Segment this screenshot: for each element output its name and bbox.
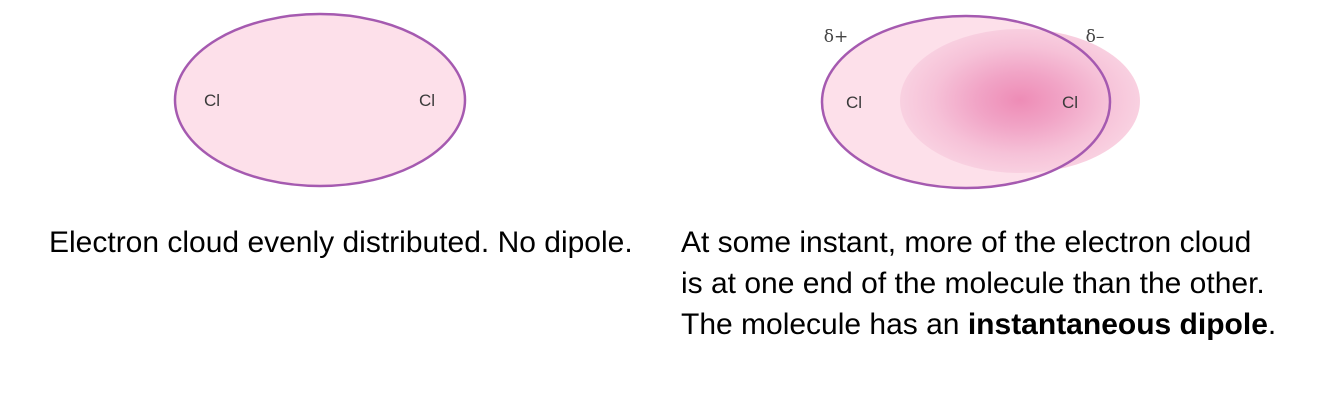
chlorine-atom-right: Cl <box>419 91 435 110</box>
even-electron-cloud: Cl Cl <box>173 12 467 188</box>
caption-period: . <box>1267 308 1277 341</box>
electron-cloud-outline <box>820 14 1112 190</box>
partial-positive-charge: δ+ <box>824 27 848 47</box>
dense-cloud-region <box>900 29 1140 173</box>
chlorine-atom-left: Cl <box>204 91 220 110</box>
partial-negative-charge: δ– <box>1086 27 1105 47</box>
chlorine-atom-left: Cl <box>846 93 862 112</box>
even-cloud-caption: Electron cloud evenly distributed. No di… <box>49 226 633 259</box>
chlorine-atom-right: Cl <box>1062 93 1078 112</box>
electron-cloud-ellipse <box>173 12 467 188</box>
instantaneous-dipole-term: instantaneous dipole <box>967 308 1268 341</box>
polarised-electron-cloud: Cl Cl δ+ δ– <box>820 14 1140 190</box>
dipole-caption-text: At some instant, more of the electron cl… <box>681 226 1265 341</box>
dipole-caption: At some instant, more of the electron cl… <box>681 222 1281 345</box>
